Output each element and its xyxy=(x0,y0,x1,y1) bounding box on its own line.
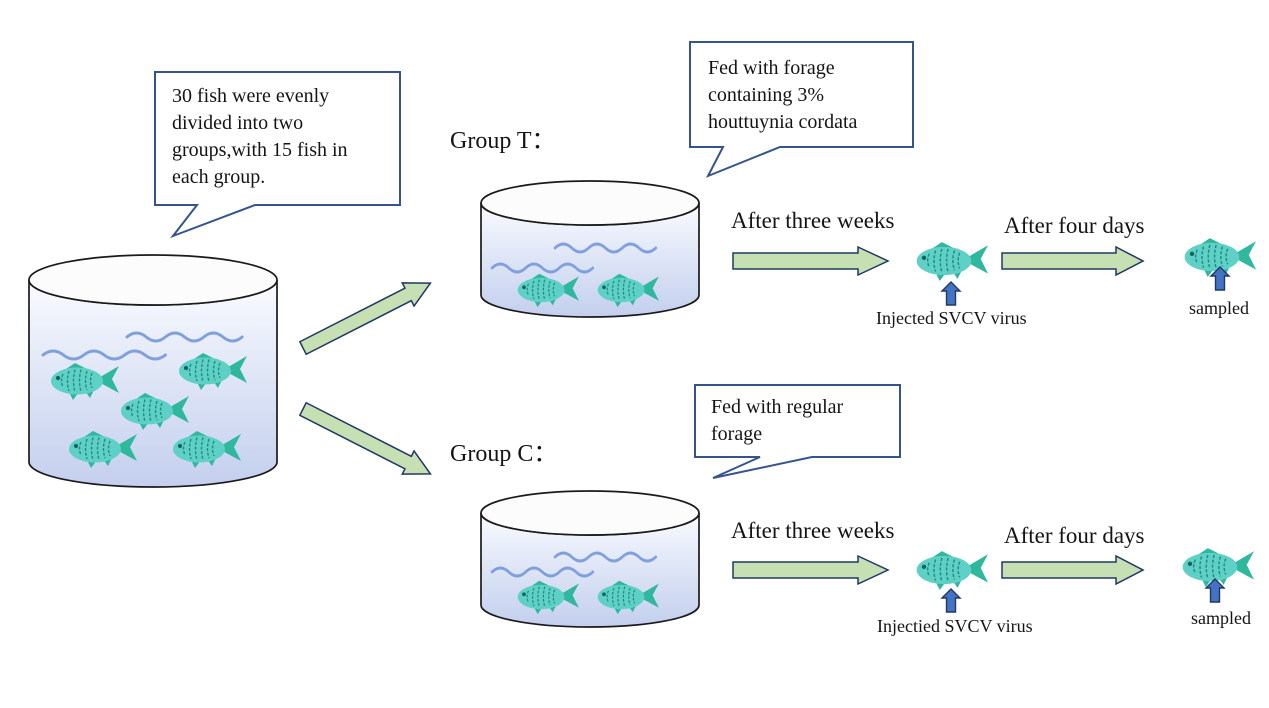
group-t-feed-note: Fed with forage containing 3% houttuynia… xyxy=(708,57,858,133)
group-c-tank xyxy=(480,490,700,628)
group-c-sampled-label: sampled xyxy=(1191,608,1251,628)
c-injection-arrow-icon xyxy=(941,588,961,613)
group-c-step2-label: After four days xyxy=(1004,523,1145,548)
group-c-feed-note: Fed with regular forage xyxy=(711,396,844,445)
group-t-label: Group T： xyxy=(450,128,556,154)
t-injected-fish-icon xyxy=(915,241,989,282)
group-c-label: Group C： xyxy=(450,441,558,467)
source-tank xyxy=(28,254,278,488)
c-three-weeks-arrow-icon xyxy=(732,554,890,586)
t-injection-arrow-icon xyxy=(941,281,961,306)
t-four-days-arrow-icon xyxy=(1001,245,1145,277)
split-arrow-down-icon xyxy=(296,396,438,487)
group-t-sampled-label: sampled xyxy=(1189,298,1249,318)
c-four-days-arrow-icon xyxy=(1001,554,1145,586)
group-t-injection-label: Injected SVCV virus xyxy=(876,308,1027,328)
split-arrow-up-icon xyxy=(296,270,438,361)
group-t-step2-label: After four days xyxy=(1004,213,1145,238)
group-c-injection-label: Injectied SVCV virus xyxy=(877,616,1033,636)
c-injected-fish-icon xyxy=(915,550,989,591)
t-three-weeks-arrow-icon xyxy=(732,245,890,277)
group-c-speech-bubble xyxy=(694,384,901,479)
c-sampled-fish-icon xyxy=(1181,547,1255,588)
group-t-speech-bubble xyxy=(689,41,914,178)
source-speech-bubble xyxy=(154,71,401,239)
source-note: 30 fish were evenly divided into two gro… xyxy=(172,85,348,188)
group-t-step1-label: After three weeks xyxy=(731,208,895,233)
group-t-tank xyxy=(480,180,700,318)
group-c-step1-label: After three weeks xyxy=(731,518,895,543)
